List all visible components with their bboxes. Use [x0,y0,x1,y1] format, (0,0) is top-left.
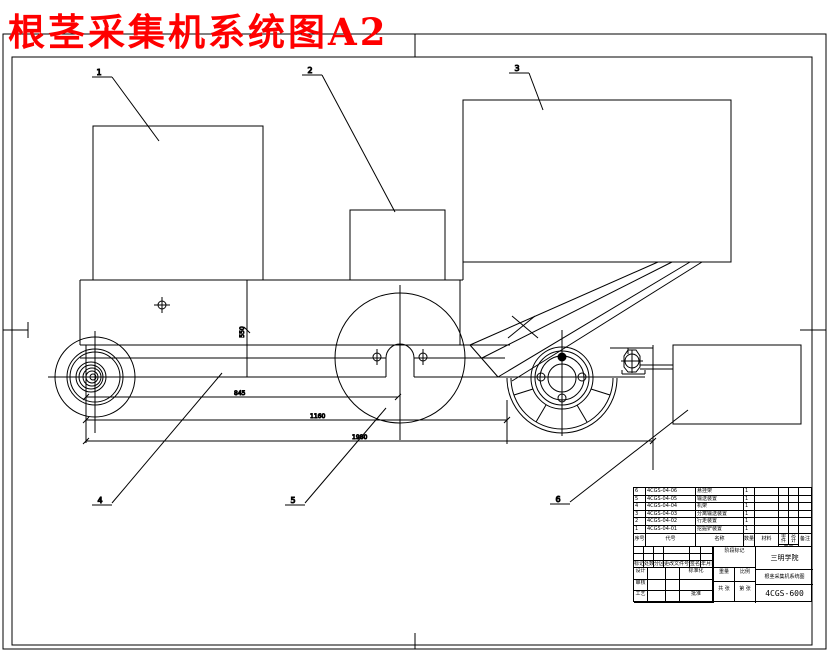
bom-qty: 1 [744,510,755,519]
leader-6: 6 [555,495,560,504]
label-check: 审核 [634,579,648,591]
title-block: 标记 处数 分区 更改文件号 签名 年月日 设计 标准化 审核 工艺 [633,546,813,603]
dim-vertical: 550 [239,326,246,338]
bom-header-qty: 数量 [744,533,755,546]
table-row: 2 4CGS-04-02 行走装置 1 [634,518,811,526]
bom-material [755,495,779,504]
hitch-mechanism [610,345,673,470]
leader-4: 4 [97,496,102,505]
dim-1980: 1980 [352,434,367,441]
bom-material [755,518,779,526]
bom-no: 5 [634,495,646,504]
bom-name: 输送装置 [696,495,744,504]
bom-header-row: 序号 代号 名称 数量 材料 单件 总计 重量 备注 [634,533,811,546]
label-zone: 分区 [654,561,664,568]
bom-qty: 1 [744,503,755,511]
bom-material [755,525,779,534]
label-count: 处数 [644,561,654,568]
bom-no: 6 [634,488,646,496]
bom-material [755,503,779,511]
bom-code: 4CGS-04-06 [646,488,696,496]
bom-code: 4CGS-04-01 [646,525,696,534]
label-weight: 重量 [714,568,735,581]
bom-header-weight: 单件 总计 重量 [779,533,799,546]
label-design: 设计 [634,568,648,580]
title-block-id-area: 三明学院 根茎采集机系统图 4CGS-600 [756,547,813,603]
leader-5: 5 [290,496,295,505]
table-row: 5 4CGS-04-05 输送装置 1 [634,495,811,504]
hitch-frame-box [672,344,802,425]
label-mark: 标记 [634,561,644,568]
gearbox-box [349,209,446,281]
dimension-lines: 550 845 1160 1980 [82,326,657,445]
label-standard: 标准化 [680,568,713,580]
title-block-revision-area: 标记 处数 分区 更改文件号 签名 年月日 设计 标准化 审核 工艺 [634,547,714,603]
title-block-stage-area: 阶段标记 重量 比例 共 张 第 张 [714,547,756,603]
bom-header-no: 序号 [634,533,646,546]
label-date: 年月日 [701,561,713,568]
sheet-border [2,33,827,650]
organization-name: 三明学院 [756,547,813,570]
table-row: 4 4CGS-04-04 机架 1 [634,503,811,511]
bom-qty: 1 [744,488,755,496]
bom-name: 行走装置 [696,518,744,526]
right-wheel [506,330,618,436]
bom-name: 分离输送装置 [696,510,744,519]
label-process: 工艺 [634,591,648,603]
label-sign: 签名 [690,561,701,568]
collector-box [462,99,732,280]
bom-table: 6 4CGS-04-06 悬挂架 1 5 4CGS-04-05 输送装置 1 4… [633,487,812,547]
left-wheel [48,331,160,433]
bom-code: 4CGS-04-05 [646,495,696,504]
label-approve: 批准 [680,591,713,603]
leader-1: 1 [96,68,101,77]
leader-2: 2 [307,66,312,75]
table-row: 6 4CGS-04-06 悬挂架 1 [634,488,811,496]
bom-no: 4 [634,503,646,511]
page-title: 根茎采集机系统图A2 [8,10,389,54]
bom-header-name: 名称 [696,533,744,546]
table-row: 3 4CGS-04-03 分离输送装置 1 [634,510,811,519]
label-stage: 阶段标记 [714,547,755,568]
bom-no: 3 [634,510,646,519]
label-doc: 更改文件号 [664,561,690,568]
table-row: 1 4CGS-04-01 挖掘铲装置 1 [634,525,811,534]
bom-material [755,488,779,496]
chassis-frame [48,279,645,443]
label-scale: 比例 [739,569,750,575]
bom-qty: 1 [744,495,755,504]
bom-code: 4CGS-04-04 [646,503,696,511]
bom-header-material: 材料 [755,533,779,546]
bom-name: 挖掘铲装置 [696,525,744,534]
bom-name: 悬挂架 [696,488,744,496]
bom-qty: 1 [744,518,755,526]
bom-header-remark: 备注 [799,535,810,542]
separator-disc [334,285,466,440]
drawing-name: 根茎采集机系统图 [756,570,813,585]
bom-name: 机架 [696,503,744,511]
bom-qty: 1 [744,525,755,534]
bom-material [755,510,779,519]
label-sheet: 第 张 [739,586,751,592]
bom-header-code: 代号 [646,533,696,546]
drawing-number: 4CGS-600 [765,589,804,598]
leader-callouts: 1 2 3 4 5 6 [92,64,689,506]
leader-3: 3 [514,64,519,73]
bom-code: 4CGS-04-03 [646,510,696,519]
bom-code: 4CGS-04-02 [646,518,696,526]
hopper-box [92,125,264,281]
dim-1160: 1160 [310,413,325,420]
inclined-conveyor [469,261,703,382]
bom-no: 1 [634,525,646,534]
dim-845: 845 [234,390,246,397]
bom-no: 2 [634,518,646,526]
label-sheets: 共 张 [714,582,735,601]
